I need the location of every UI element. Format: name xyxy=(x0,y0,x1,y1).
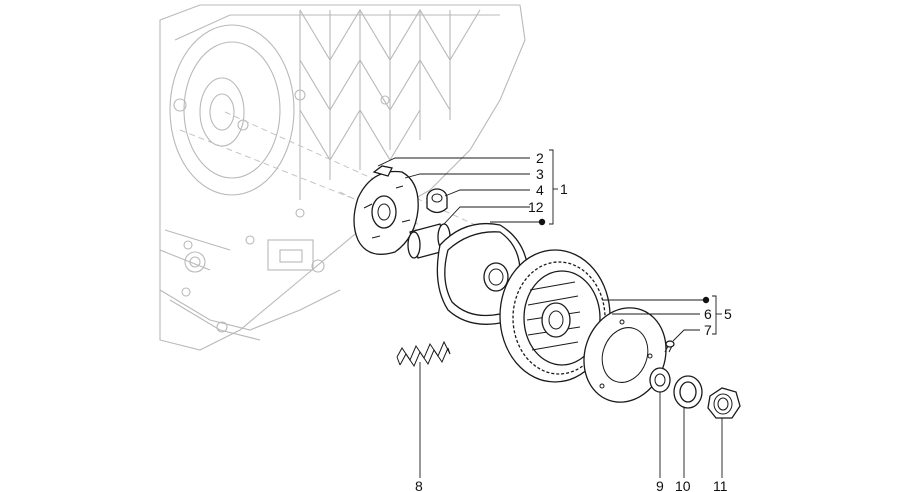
part-plate xyxy=(583,307,667,403)
part-spacer xyxy=(673,375,703,409)
callout-6: 6 xyxy=(704,306,712,322)
part-ramp-plate xyxy=(353,165,419,255)
callout-9: 9 xyxy=(656,478,664,492)
callout-labels: 2 3 4 12 1 6 7 5 8 9 10 11 xyxy=(415,150,732,492)
leader-lines xyxy=(377,149,723,478)
common-part-dot xyxy=(538,218,546,226)
callout-1: 1 xyxy=(560,181,568,197)
common-part-dot xyxy=(702,296,710,304)
part-spring xyxy=(396,340,451,368)
callout-8: 8 xyxy=(415,478,423,492)
callout-10: 10 xyxy=(675,478,691,492)
callout-4: 4 xyxy=(536,182,544,198)
part-washer xyxy=(649,367,671,393)
part-nut xyxy=(707,387,741,419)
callout-3: 3 xyxy=(536,166,544,182)
part-roller-weight xyxy=(426,188,448,214)
callout-11: 11 xyxy=(713,478,728,492)
part-screw xyxy=(664,340,675,353)
callout-12: 12 xyxy=(528,199,544,215)
callout-2: 2 xyxy=(536,150,544,166)
part-fan-pulley xyxy=(499,249,611,383)
callout-5: 5 xyxy=(724,306,732,322)
crankcase-ghost xyxy=(159,4,621,351)
callout-7: 7 xyxy=(704,322,712,338)
